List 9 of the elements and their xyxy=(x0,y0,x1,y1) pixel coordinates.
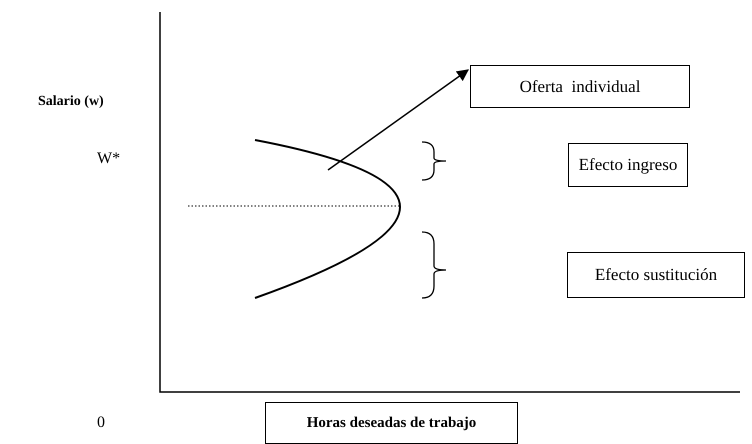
origin-label: 0 xyxy=(97,414,105,432)
supply-curve xyxy=(254,139,401,299)
label-box: Oferta individual xyxy=(470,65,690,108)
label-box: Horas deseadas de trabajo xyxy=(265,402,518,444)
axis-title: Salario (w) xyxy=(38,94,104,110)
arrow xyxy=(328,69,469,171)
label-box: Efecto ingreso xyxy=(568,143,688,187)
label-box: Efecto sustitución xyxy=(567,252,745,298)
value-label: W* xyxy=(97,150,120,168)
